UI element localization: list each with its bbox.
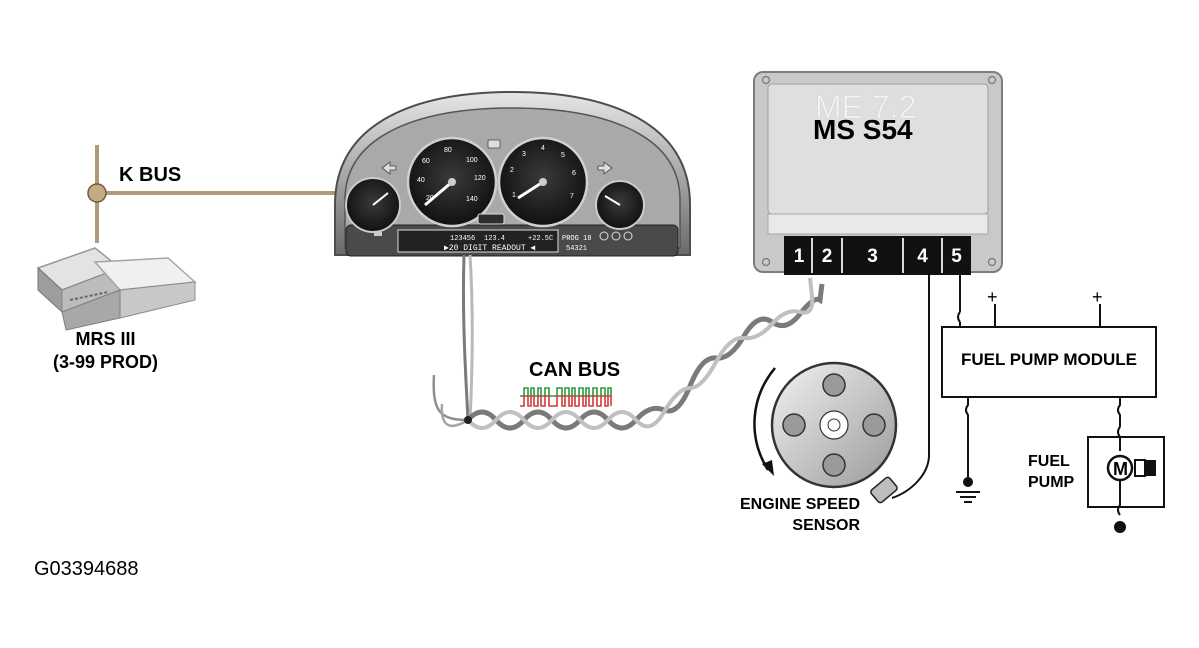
lcd-readout: ▶20 DIGIT READOUT ◀ (444, 244, 535, 253)
can-bus-label: CAN BUS (529, 359, 621, 381)
k-bus (87, 145, 340, 243)
speedo-tick: 140 (466, 196, 478, 203)
ecu-name-label: MS S54 (813, 114, 913, 145)
odometer-readout: 123456 (450, 235, 475, 243)
ecu-pin-5: 5 (951, 245, 962, 267)
battery-lamp-icon (374, 232, 382, 236)
speedo-tick: 40 (417, 177, 425, 184)
fuel-pump-label: FUEL PUMP (1028, 451, 1074, 493)
tacho-tick: 5 (561, 152, 565, 159)
fuel-pump-module-label: FUEL PUMP MODULE (961, 350, 1137, 369)
code-readout: 54321 (566, 245, 587, 253)
right-turn-arrow-icon (597, 161, 613, 175)
fuel-pump-label-line2: PUMP (1028, 474, 1075, 491)
k-bus-label: K BUS (119, 164, 182, 186)
engine-speed-label-line1: ENGINE SPEED (739, 496, 860, 513)
speedo-tick: 120 (474, 175, 486, 182)
ecu-pin-wires (891, 275, 961, 499)
mrs-label-line1: MRS III (75, 329, 136, 349)
ecu-pin-4: 4 (917, 245, 928, 267)
temp-readout: +22.5C (528, 235, 553, 243)
can-bus-wires (432, 254, 825, 431)
tacho-tick: 1 (512, 192, 516, 199)
mrs-label-line2: (3-99 PROD) (52, 352, 159, 372)
speedo-tick: 80 (444, 147, 452, 154)
tacho-tick: 7 (570, 193, 574, 200)
ecu-pin-3: 3 (867, 245, 878, 267)
info-lamp-icon (611, 231, 621, 241)
screw-icon (761, 257, 771, 267)
abs-lamp-icon (623, 231, 633, 241)
screw-icon (987, 257, 997, 267)
ecu-ghost-label: ME 7.2 (815, 89, 916, 125)
figure-id: G03394688 (34, 558, 139, 580)
k-bus-junction (87, 183, 107, 203)
can-signal-icon (520, 387, 612, 407)
motor-label: M (1113, 459, 1128, 479)
screw-icon (987, 75, 997, 85)
temperature-gauge (595, 180, 645, 230)
plus-sign-right: + (1092, 287, 1103, 307)
engine-speed-sensor (753, 361, 898, 504)
engine-speed-label-line2: SENSOR (792, 517, 860, 534)
tacho-tick: 4 (541, 145, 545, 152)
mrs-label: MRS III (3-99 PROD) (28, 328, 183, 374)
left-turn-arrow-icon (381, 161, 397, 175)
prog-readout: PROG 18 (562, 235, 591, 243)
plus-sign-left: + (987, 287, 998, 307)
ecu-pin-1: 1 (793, 245, 805, 267)
sensor-probe (870, 476, 898, 504)
speedo-tick: 20 (426, 195, 434, 202)
lcd-display (397, 229, 559, 253)
brake-warning-icon (599, 231, 609, 241)
fuel-pump-label-line1: FUEL (1028, 453, 1070, 470)
screw-icon (761, 75, 771, 85)
fuel-pump (1087, 426, 1165, 533)
instrument-cluster: 20 40 60 80 100 120 140 1 2 3 4 5 6 7 (334, 90, 691, 257)
speedometer: 20 40 60 80 100 120 140 (406, 136, 498, 228)
speedo-tick: 100 (466, 157, 478, 164)
warning-lamp-icon (487, 139, 501, 149)
tachometer: 1 2 3 4 5 6 7 (497, 136, 589, 228)
ecu-pin-2: 2 (821, 245, 833, 267)
speedo-tick: 60 (422, 158, 430, 165)
mrs-module-icon (36, 247, 197, 331)
service-indicator-icon (477, 213, 505, 225)
ecu-module (753, 71, 1003, 275)
rotation-arrow (753, 367, 776, 471)
tacho-tick: 6 (572, 170, 576, 177)
trip-readout: 123.4 (484, 235, 505, 243)
tacho-tick: 3 (522, 151, 526, 158)
fuel-gauge (345, 177, 401, 233)
engine-speed-sensor-label: ENGINE SPEED SENSOR (720, 494, 860, 536)
fuel-pump-module (941, 304, 1157, 503)
tacho-tick: 2 (510, 167, 514, 174)
